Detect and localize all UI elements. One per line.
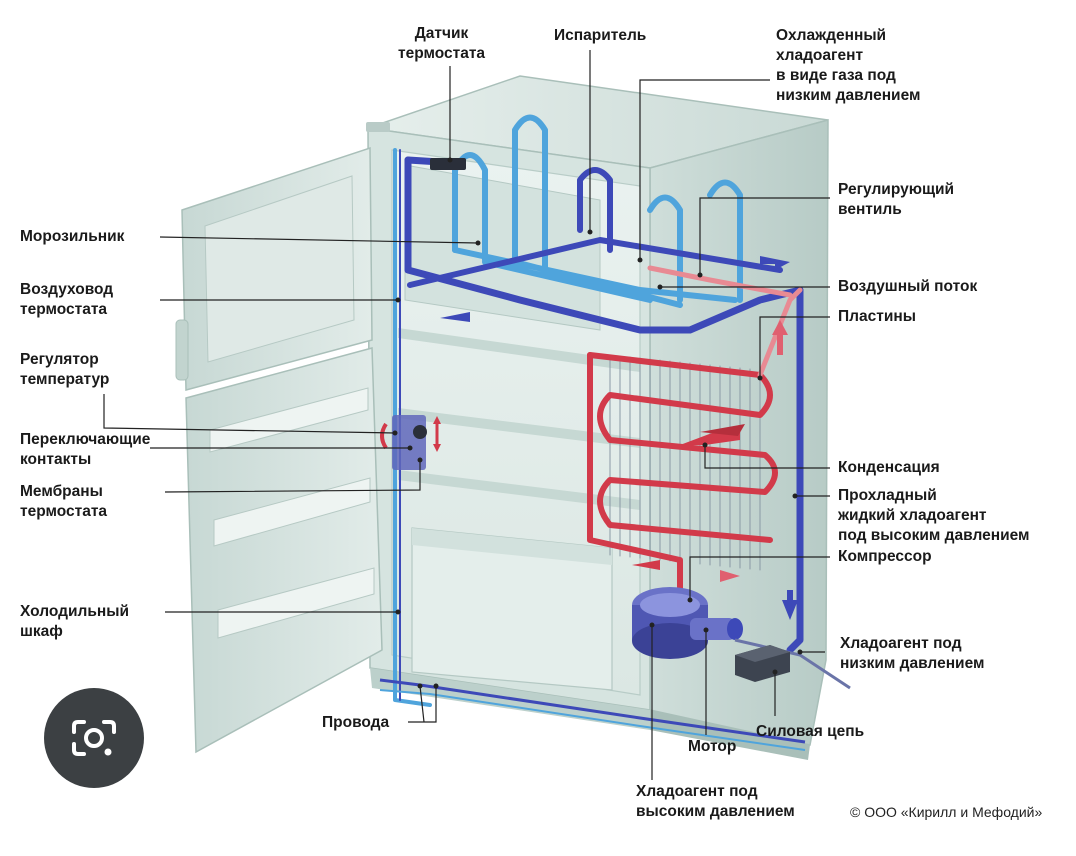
leader-lines	[103, 50, 830, 780]
flow-arrows	[440, 256, 798, 620]
wires-path	[379, 678, 806, 744]
lens-search-button[interactable]	[44, 688, 144, 788]
google-lens-icon	[72, 720, 116, 756]
copyright-text: © ООО «Кирилл и Мефодий»	[850, 804, 1043, 820]
compressor-unit	[632, 587, 851, 690]
label-compressor: Компрессор	[838, 548, 932, 565]
label-freezer: Морозильник	[20, 228, 125, 245]
condenser-coils	[587, 265, 803, 598]
thermostat-sensor-block	[430, 158, 466, 170]
label-power-circuit: Силовая цепь	[756, 723, 865, 740]
label-condensation: Конденсация	[838, 459, 940, 476]
label-plates: Пластины	[838, 308, 916, 325]
label-motor: Мотор	[688, 738, 737, 755]
fridge-door	[175, 146, 383, 754]
label-evaporator: Испаритель	[554, 27, 647, 44]
label-wires: Провода	[322, 714, 390, 731]
label-air-flow: Воздушный поток	[838, 278, 978, 295]
evaporator-coils	[393, 114, 804, 707]
thermostat-regulator	[380, 415, 441, 470]
